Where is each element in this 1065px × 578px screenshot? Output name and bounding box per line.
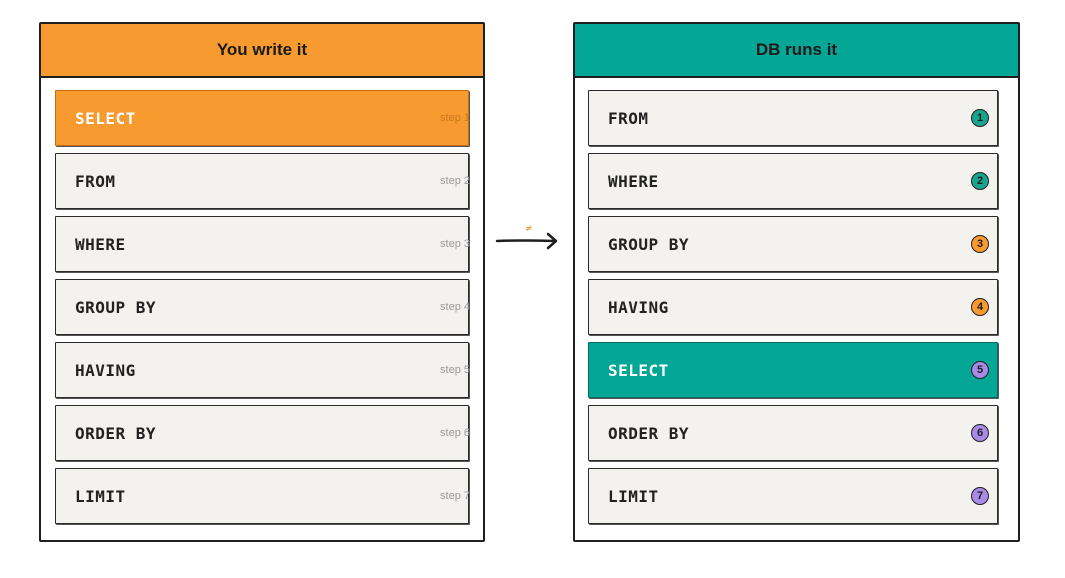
not-equal-symbol: ≠: [525, 224, 533, 234]
clause-keyword: GROUP BY: [75, 297, 157, 317]
clause-keyword: ORDER BY: [608, 423, 690, 443]
execution-row-select: SELECT 5: [588, 342, 998, 398]
clause-keyword: HAVING: [608, 297, 669, 317]
step-label: step 5: [440, 364, 470, 376]
clause-keyword: GROUP BY: [608, 234, 690, 254]
execution-order-badge: 3: [971, 235, 989, 253]
execution-row-limit: LIMIT 7: [588, 468, 998, 524]
clause-row-order-by: ORDER BY step 6: [55, 405, 470, 461]
execution-order-badge: 4: [971, 298, 989, 316]
clause-keyword: FROM: [608, 108, 649, 128]
step-label: step 4: [440, 301, 470, 313]
execution-row-from: FROM 1: [588, 90, 998, 146]
execution-order-badge: 5: [971, 361, 989, 379]
written-order-panel: You write it SELECT step 1 FROM step 2 WHERE…: [39, 22, 485, 542]
execution-row-group-by: GROUP BY 3: [588, 216, 998, 272]
clause-row-from: FROM step 2: [55, 153, 470, 209]
clause-keyword: HAVING: [75, 360, 136, 380]
step-label: step 3: [440, 238, 470, 250]
clause-row-group-by: GROUP BY step 4: [55, 279, 470, 335]
written-order-title: You write it: [41, 24, 483, 78]
execution-order-badge: 1: [971, 109, 989, 127]
execution-row-order-by: ORDER BY 6: [588, 405, 998, 461]
arrow-right-icon: [495, 232, 558, 250]
execution-row-having: HAVING 4: [588, 279, 998, 335]
clause-keyword: SELECT: [75, 108, 136, 128]
clause-keyword: LIMIT: [608, 486, 659, 506]
execution-order-badge: 6: [971, 424, 989, 442]
step-label: step 6: [440, 427, 470, 439]
clause-keyword: LIMIT: [75, 486, 126, 506]
step-label: step 7: [440, 490, 470, 502]
clause-keyword: SELECT: [608, 360, 669, 380]
execution-order-badge: 2: [971, 172, 989, 190]
execution-row-where: WHERE 2: [588, 153, 998, 209]
clause-keyword: ORDER BY: [75, 423, 157, 443]
clause-row-having: HAVING step 5: [55, 342, 470, 398]
clause-keyword: WHERE: [75, 234, 126, 254]
clause-row-where: WHERE step 3: [55, 216, 470, 272]
clause-row-limit: LIMIT step 7: [55, 468, 470, 524]
step-label: step 2: [440, 175, 470, 187]
clause-keyword: WHERE: [608, 171, 659, 191]
execution-order-title: DB runs it: [575, 24, 1018, 78]
clause-row-select: SELECT step 1: [55, 90, 470, 146]
step-label: step 1: [440, 112, 470, 124]
clause-keyword: FROM: [75, 171, 116, 191]
execution-order-badge: 7: [971, 487, 989, 505]
written-order-list: SELECT step 1 FROM step 2 WHERE step 3 GROUP B…: [55, 90, 470, 531]
